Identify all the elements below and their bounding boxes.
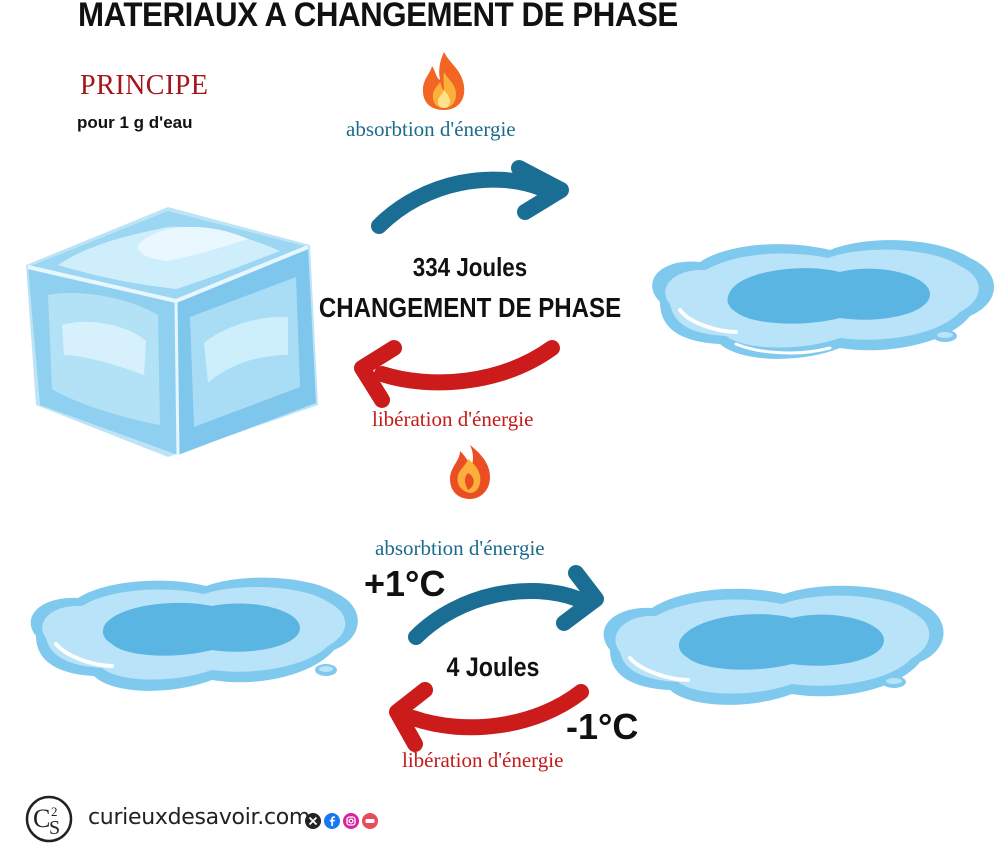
top-absorption-arrow xyxy=(371,160,569,234)
top-release-arrow xyxy=(354,340,560,408)
minus-one-degree: -1°C xyxy=(566,706,639,747)
water-puddle-top-right xyxy=(652,240,994,359)
phase-energy-value: 334 Joules xyxy=(412,252,528,282)
social-icons xyxy=(305,813,378,829)
principle-heading: PRINCIPE xyxy=(80,70,209,101)
flame-icon xyxy=(422,52,465,110)
swirl-flame-icon xyxy=(450,445,490,499)
bottom-absorption-label: absorbtion d'énergie xyxy=(375,536,545,560)
ice-cube-illustration xyxy=(26,207,318,457)
phase-change-caption: CHANGEMENT DE PHASE xyxy=(318,292,622,323)
water-puddle-bottom-right xyxy=(603,585,944,705)
plus-one-degree: +1°C xyxy=(364,563,446,604)
bottom-release-label: libération d'énergie xyxy=(402,748,564,772)
website-link[interactable]: curieuxdesavoir.com xyxy=(88,805,311,830)
bottom-absorption-arrow xyxy=(408,565,604,645)
bottom-release-arrow xyxy=(389,682,589,752)
x-icon[interactable] xyxy=(305,813,321,829)
water-puddle-bottom-left xyxy=(30,577,358,691)
top-absorption-label: absorbtion d'énergie xyxy=(346,117,516,141)
instagram-icon[interactable] xyxy=(343,813,359,829)
svg-text:2: 2 xyxy=(51,804,58,819)
svg-text:S: S xyxy=(49,817,60,839)
facebook-icon[interactable] xyxy=(324,813,340,829)
tipeee-icon[interactable] xyxy=(362,813,378,829)
page-title: MATERIAUX A CHANGEMENT DE PHASE xyxy=(78,0,678,34)
svg-text:C: C xyxy=(33,804,50,833)
principle-subtitle: pour 1 g d'eau xyxy=(77,113,193,132)
top-release-label: libération d'énergie xyxy=(372,407,534,431)
c2s-logo-icon: C 2 S xyxy=(25,795,73,843)
temperature-energy-value: 4 Joules xyxy=(446,652,540,682)
